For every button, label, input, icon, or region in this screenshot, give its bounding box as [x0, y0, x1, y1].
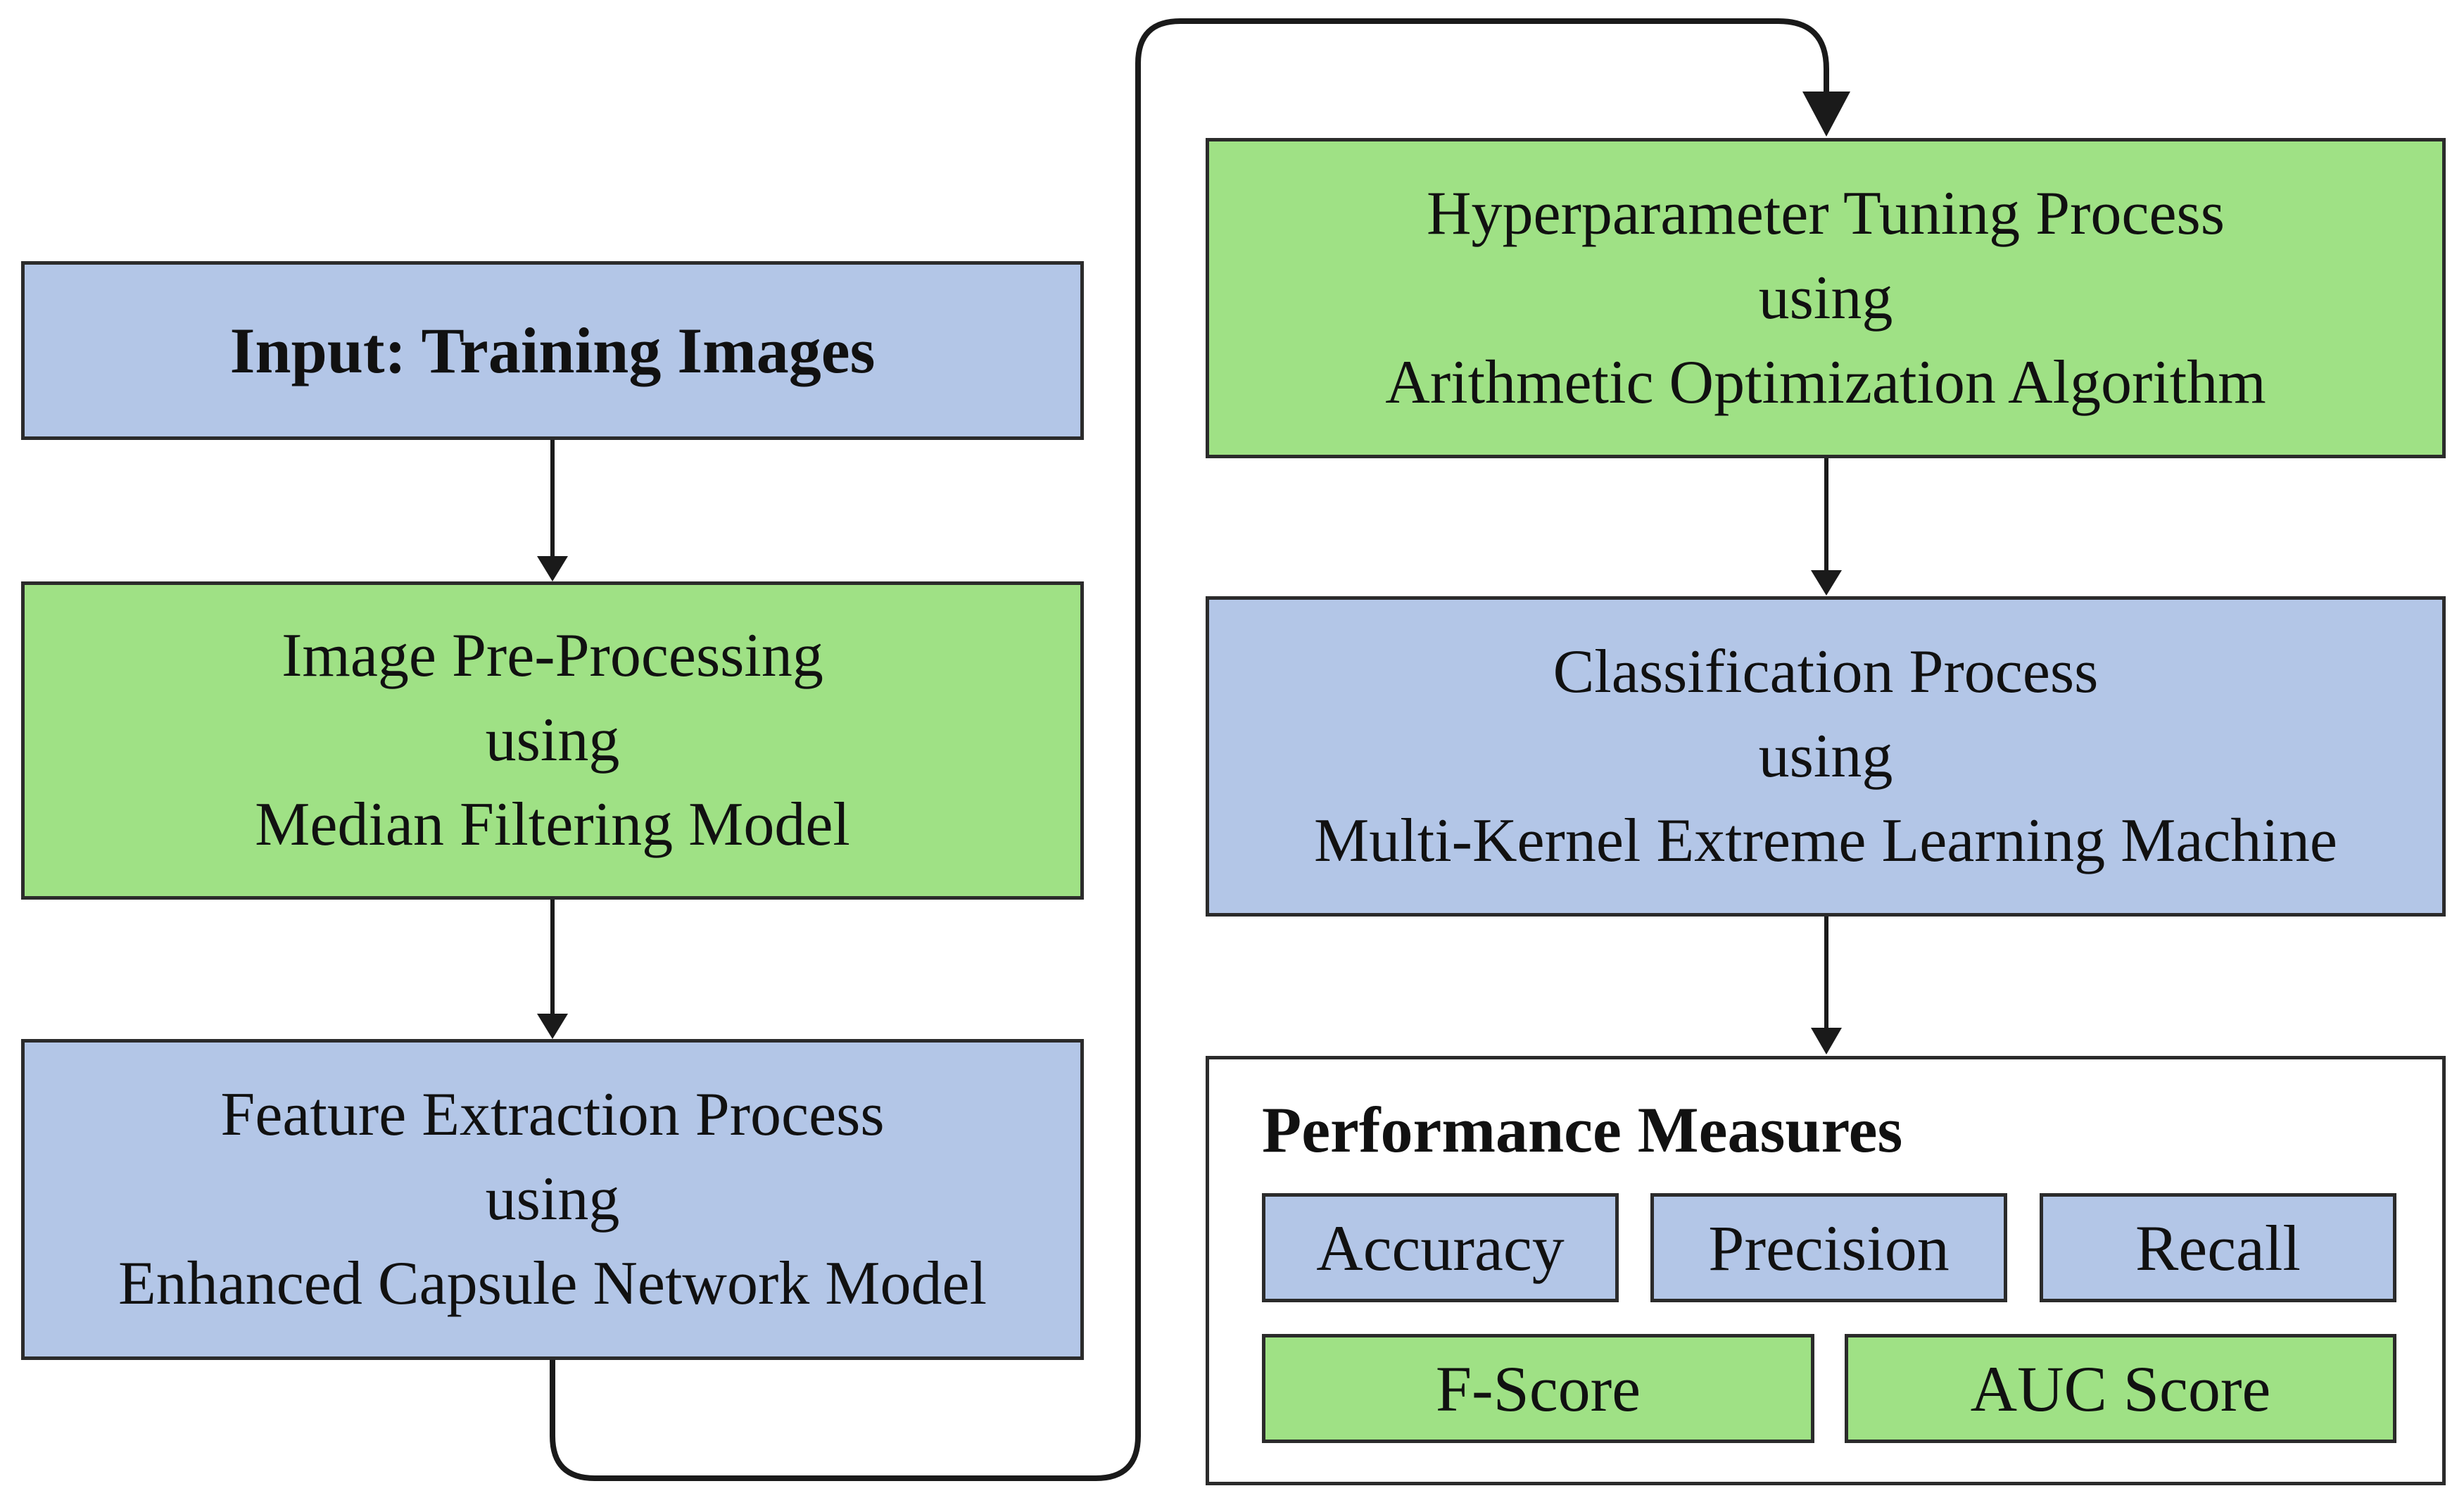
image-preprocessing-box: Image Pre-Processing using Median Filter…	[21, 581, 1084, 900]
tuning-using: using	[1758, 263, 1893, 332]
hyperparameter-tuning-box: Hyperparameter Tuning Process using Arit…	[1206, 138, 2446, 458]
input-training-images-box: Input: Training Images	[21, 261, 1084, 440]
tuning-method: Arithmetic Optimization Algorithm	[1385, 348, 2266, 417]
feature-extraction-box: Feature Extraction Process using Enhance…	[21, 1039, 1084, 1360]
arrow-preprocessing-to-feature	[537, 900, 568, 1039]
feature-method: Enhanced Capsule Network Model	[118, 1249, 987, 1318]
preprocessing-title: Image Pre-Processing	[282, 622, 823, 690]
metric-accuracy-label: Accuracy	[1316, 1211, 1565, 1284]
arrow-feature-to-tuning	[550, 18, 1850, 1481]
metric-recall: Recall	[2040, 1193, 2396, 1302]
classification-method: Multi-Kernel Extreme Learning Machine	[1314, 806, 2337, 875]
feature-title: Feature Extraction Process	[220, 1081, 885, 1149]
metric-precision: Precision	[1650, 1193, 2007, 1302]
metric-auc-score-label: AUC Score	[1970, 1352, 2271, 1425]
tuning-title: Hyperparameter Tuning Process	[1426, 179, 2225, 248]
classification-using: using	[1758, 722, 1893, 791]
arrow-input-to-preprocessing	[537, 440, 568, 581]
classification-box: Classification Process using Multi-Kerne…	[1206, 596, 2446, 917]
performance-measures-box: Performance Measures Accuracy Precision …	[1206, 1056, 2446, 1485]
arrow-classification-to-performance	[1811, 917, 1842, 1054]
preprocessing-using: using	[485, 706, 620, 774]
metric-f-score-label: F-Score	[1435, 1352, 1641, 1425]
preprocessing-method: Median Filtering Model	[255, 791, 850, 859]
arrow-tuning-to-classification	[1811, 458, 1842, 596]
metric-auc-score: AUC Score	[1845, 1334, 2396, 1443]
metric-accuracy: Accuracy	[1262, 1193, 1619, 1302]
feature-using: using	[485, 1165, 620, 1233]
metric-f-score: F-Score	[1262, 1334, 1814, 1443]
performance-heading: Performance Measures	[1262, 1094, 1903, 1166]
metric-recall-label: Recall	[2135, 1211, 2301, 1284]
classification-title: Classification Process	[1553, 637, 2099, 706]
input-box-label: Input: Training Images	[229, 315, 876, 386]
metric-precision-label: Precision	[1708, 1211, 1950, 1284]
